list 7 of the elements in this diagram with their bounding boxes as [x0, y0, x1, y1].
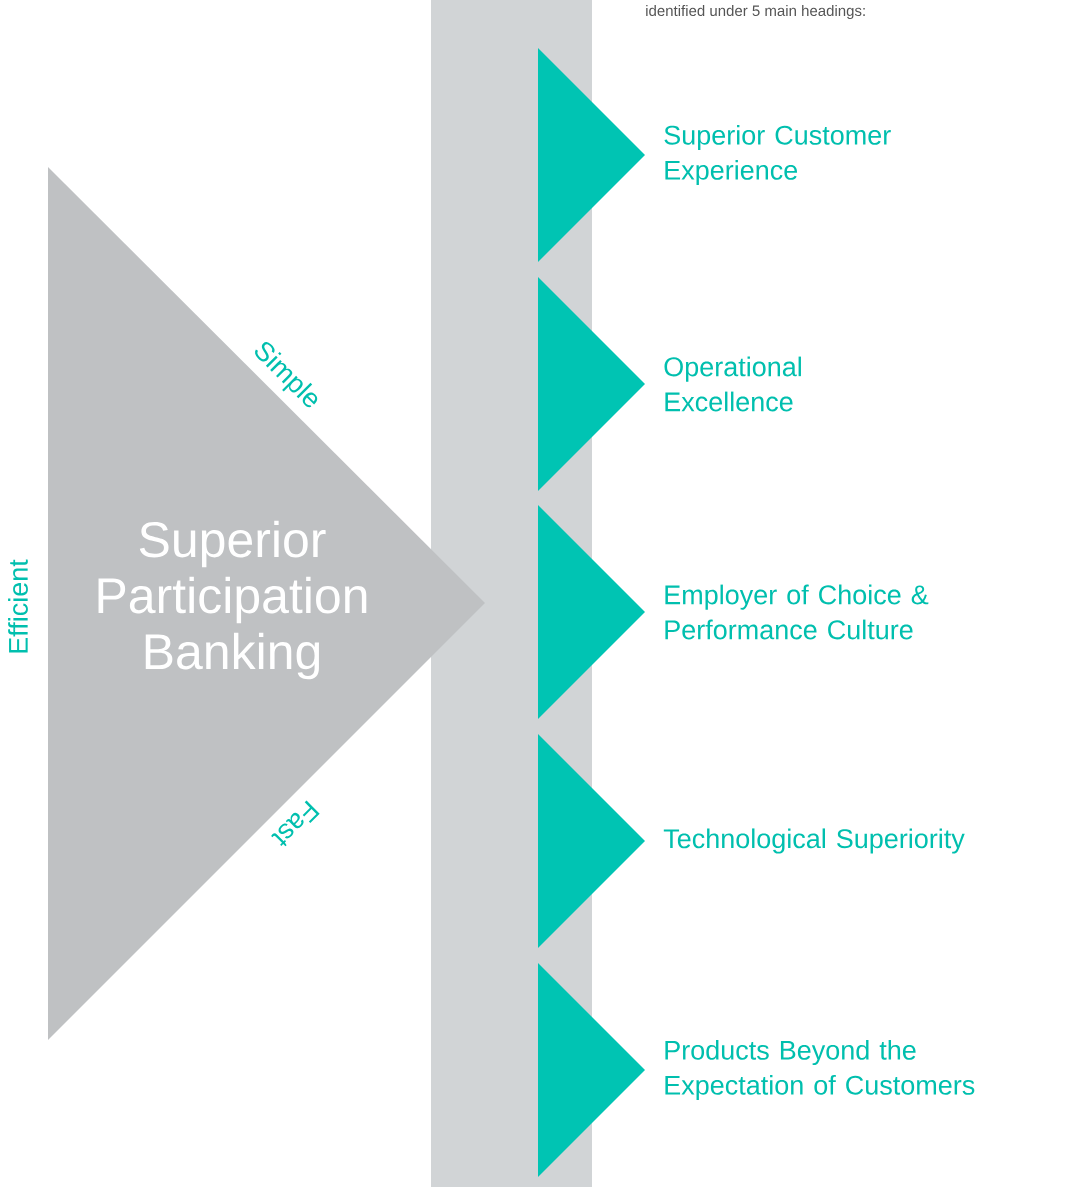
heading-text: Superior Customer Experience — [664, 124, 891, 186]
heading-text: Operational Excellence — [664, 356, 801, 412]
heading-text: Technological Superiority — [663, 828, 965, 854]
heading-text: Products Beyond the Expectation of Customers — [665, 1039, 975, 1101]
heading-text: Employer of Choice & Performance Culture — [665, 584, 929, 640]
intro-text: identified under 5 main headings: — [646, 5, 865, 19]
side-label: Efficient — [8, 559, 28, 653]
